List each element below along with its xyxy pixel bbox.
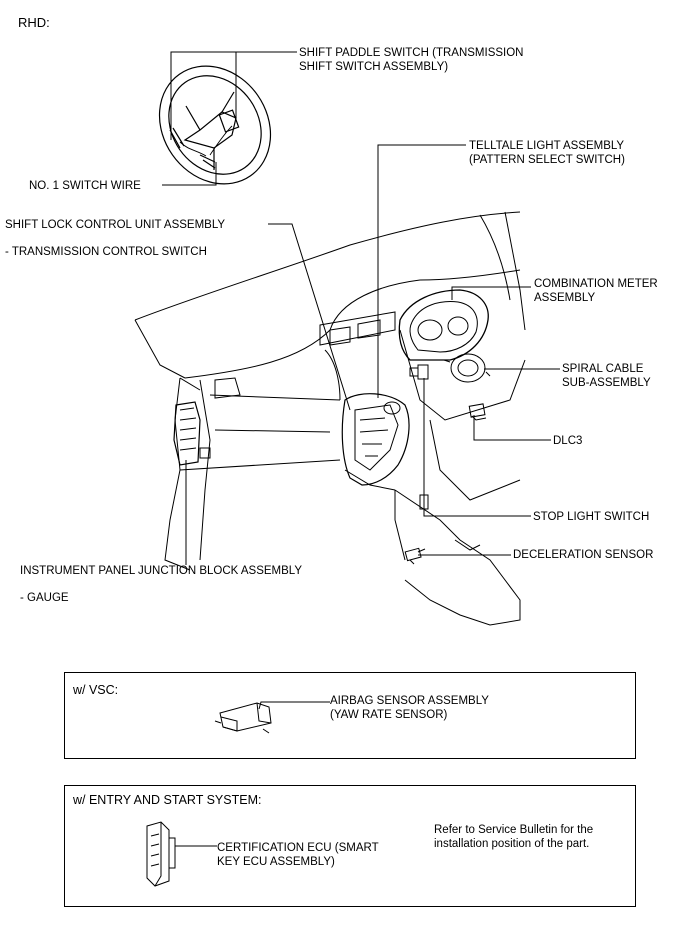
shift-paddle-switch-label: SHIFT PADDLE SWITCH (TRANSMISSION SHIFT … (299, 47, 524, 73)
shift-lock-control-label: SHIFT LOCK CONTROL UNIT ASSEMBLY (5, 219, 226, 231)
instrument-panel-jb-label: INSTRUMENT PANEL JUNCTION BLOCK ASSEMBLY (20, 565, 303, 577)
service-bulletin-note: Refer to Service Bulletin for the instal… (434, 824, 594, 850)
steering-wheel-drawing (158, 65, 272, 185)
stop-light-switch-label: STOP LIGHT SWITCH (533, 511, 650, 523)
deceleration-sensor-label: DECELERATION SENSOR (513, 549, 654, 561)
transmission-control-switch-label: - TRANSMISSION CONTROL SWITCH (5, 246, 207, 258)
airbag-sensor-label: AIRBAG SENSOR ASSEMBLY (YAW RATE SENSOR) (330, 695, 489, 721)
entry-start-box-title: w/ ENTRY AND START SYSTEM: (73, 793, 262, 807)
shift-lock-unit-drawing (341, 393, 410, 486)
vsc-box-title: w/ VSC: (73, 683, 119, 697)
spiral-cable-drawing (443, 353, 491, 383)
leader-lines (162, 51, 560, 565)
dlc3-label: DLC3 (553, 435, 583, 447)
certification-ecu-label: CERTIFICATION ECU (SMART KEY ECU ASSEMBL… (217, 842, 379, 868)
junction-block-drawing (173, 401, 211, 466)
airbag-sensor-drawing (214, 701, 330, 734)
combination-meter-drawing (398, 289, 489, 361)
vsc-box: w/ VSC: AIRBAG SENSOR ASSEMBLY (YAW RATE… (64, 672, 636, 759)
gauge-label: - GAUGE (20, 592, 69, 604)
region-label: RHD: (18, 15, 50, 30)
no1-switch-wire-label: NO. 1 SWITCH WIRE (29, 180, 141, 192)
entry-start-box: w/ ENTRY AND START SYSTEM: CERTIFICATION… (64, 785, 636, 907)
spiral-cable-label: SPIRAL CABLE SUB-ASSEMBLY (562, 363, 651, 389)
main-illustration (134, 51, 560, 626)
dlc3-drawing (468, 403, 487, 421)
certification-ecu-drawing (146, 821, 217, 887)
telltale-light-label: TELLTALE LIGHT ASSEMBLY (PATTERN SELECT … (469, 140, 625, 166)
deceleration-sensor-drawing (404, 547, 426, 565)
telltale-light-drawing (409, 364, 429, 380)
combination-meter-label: COMBINATION METER ASSEMBLY (534, 278, 658, 304)
